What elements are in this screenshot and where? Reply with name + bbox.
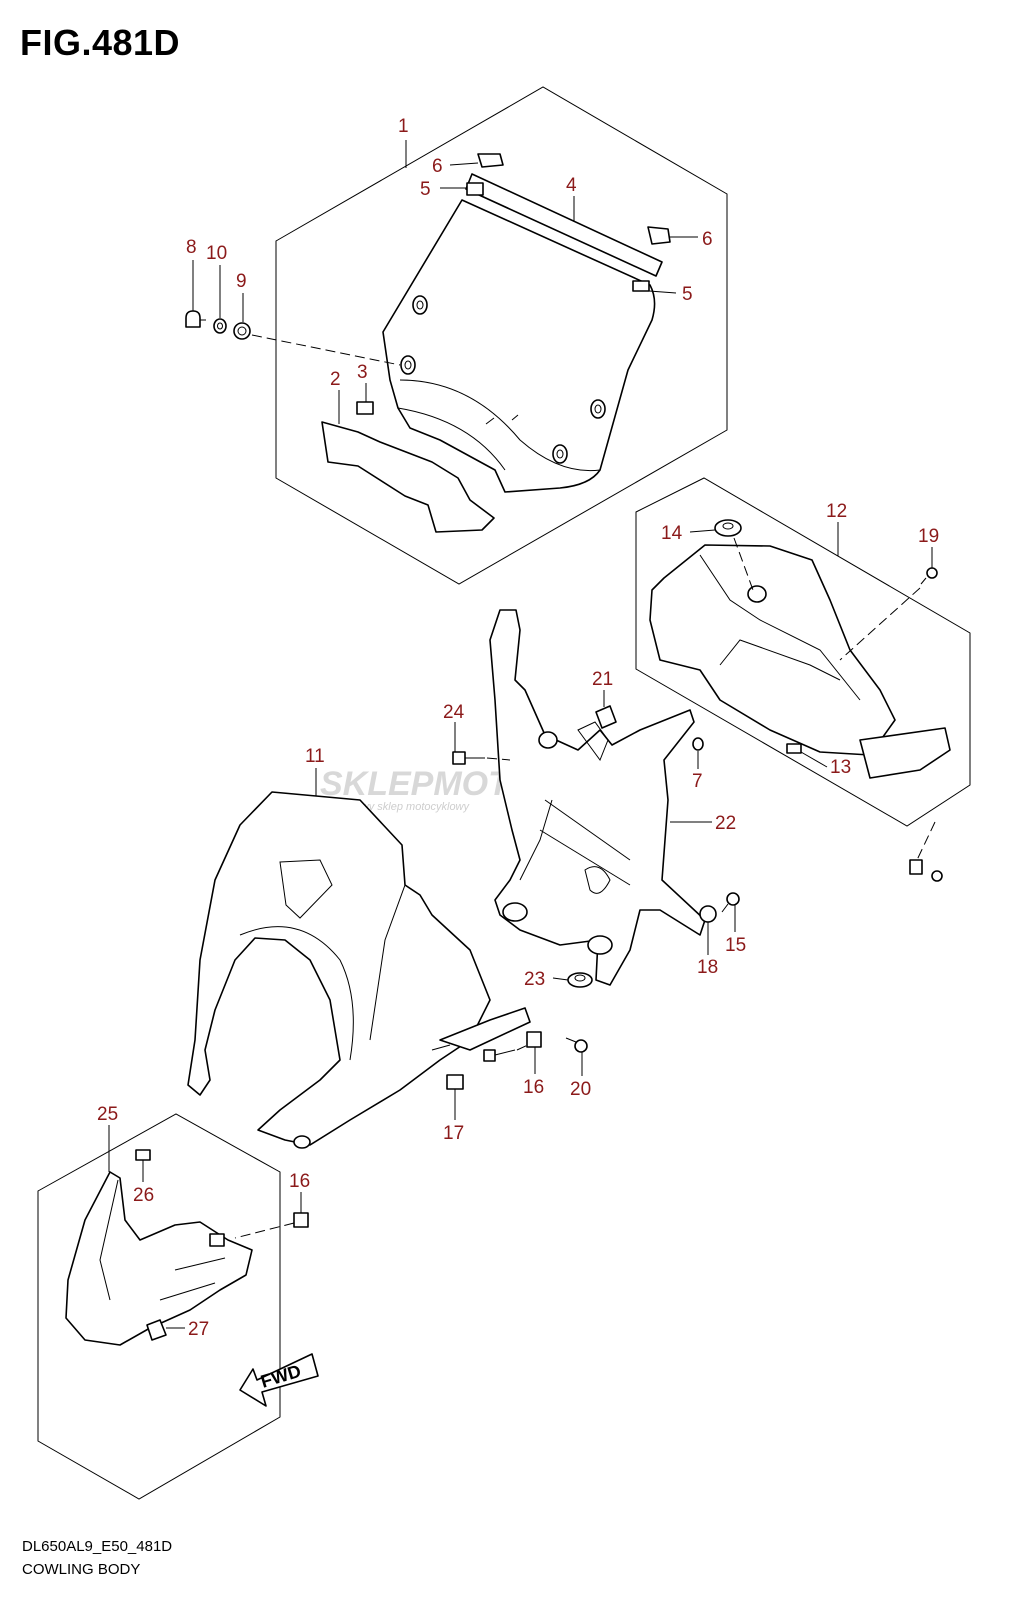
windscreen bbox=[382, 199, 656, 493]
inner-panel bbox=[321, 421, 495, 533]
callout-18: 18 bbox=[697, 957, 718, 978]
leader-lines bbox=[108, 140, 933, 1329]
group-box-lower-cowl bbox=[37, 1113, 281, 1500]
callout-2: 2 bbox=[330, 369, 341, 390]
screw-19 bbox=[920, 567, 938, 585]
collar-18 bbox=[699, 905, 717, 923]
grommet-23 bbox=[567, 972, 593, 988]
nut-9 bbox=[233, 322, 251, 340]
callout-23: 23 bbox=[524, 969, 545, 990]
figure-name: COWLING BODY bbox=[22, 1561, 141, 1578]
callout-19: 19 bbox=[918, 526, 939, 547]
clip-nut-27 bbox=[146, 1319, 167, 1341]
callout-4: 4 bbox=[566, 175, 577, 196]
callout-7: 7 bbox=[692, 771, 703, 792]
callout-16-upper: 16 bbox=[523, 1077, 544, 1098]
callout-27: 27 bbox=[188, 1319, 209, 1340]
callout-15: 15 bbox=[725, 935, 746, 956]
washer-10 bbox=[213, 318, 227, 334]
model-code: DL650AL9_E50_481D bbox=[22, 1538, 173, 1555]
label-13 bbox=[786, 743, 802, 754]
fwd-arrow: FWD bbox=[239, 1353, 319, 1407]
callout-6-lower: 6 bbox=[702, 229, 713, 250]
callout-5-lower: 5 bbox=[682, 284, 693, 305]
callout-labels: 1 2 3 4 5 5 6 6 7 8 10 9 11 12 13 14 15 … bbox=[97, 116, 939, 1340]
callout-22: 22 bbox=[715, 813, 736, 834]
bolt-small bbox=[483, 1049, 516, 1062]
callout-21: 21 bbox=[592, 669, 613, 690]
lower-cowl bbox=[65, 1171, 253, 1346]
grommet-21 bbox=[595, 705, 617, 729]
callout-1: 1 bbox=[398, 116, 409, 137]
callout-10: 10 bbox=[206, 243, 227, 264]
group-box-inner-cover bbox=[635, 477, 971, 827]
callout-25: 25 bbox=[97, 1104, 118, 1125]
cap-upper bbox=[477, 153, 504, 168]
label-26 bbox=[135, 1149, 151, 1161]
callout-26: 26 bbox=[133, 1185, 154, 1206]
cushion-lower bbox=[632, 280, 650, 292]
callout-3: 3 bbox=[357, 362, 368, 383]
clip-nut-right bbox=[909, 859, 943, 882]
callout-17: 17 bbox=[443, 1123, 464, 1144]
screw-8 bbox=[185, 310, 206, 328]
cap-lower bbox=[647, 226, 671, 245]
bolt-24 bbox=[452, 751, 485, 765]
callout-12: 12 bbox=[826, 501, 847, 522]
grommet-14 bbox=[714, 519, 742, 537]
callout-11: 11 bbox=[305, 746, 325, 767]
clip-nut-16-lower bbox=[293, 1212, 309, 1228]
cowling-body bbox=[187, 791, 531, 1149]
frame-bracket bbox=[489, 609, 706, 986]
callout-14: 14 bbox=[661, 523, 683, 544]
callout-6-upper: 6 bbox=[432, 156, 443, 177]
figure-title: FIG.481D bbox=[20, 22, 181, 63]
clip-nut-17 bbox=[446, 1074, 464, 1090]
callout-13: 13 bbox=[830, 757, 851, 778]
cushion-upper bbox=[466, 182, 484, 196]
clip-nut-16 bbox=[526, 1031, 542, 1048]
callout-5-upper: 5 bbox=[420, 179, 431, 200]
label-3 bbox=[356, 401, 374, 415]
callout-8: 8 bbox=[186, 237, 197, 258]
nut-7 bbox=[692, 737, 704, 751]
callout-16-lower: 16 bbox=[289, 1171, 310, 1192]
callout-24: 24 bbox=[443, 702, 465, 723]
callout-20: 20 bbox=[570, 1079, 591, 1100]
callout-9: 9 bbox=[236, 271, 247, 292]
group-box-windscreen bbox=[275, 86, 728, 585]
bolt-15 bbox=[721, 892, 740, 913]
screw-20 bbox=[565, 1037, 588, 1053]
inner-cover bbox=[649, 544, 951, 779]
